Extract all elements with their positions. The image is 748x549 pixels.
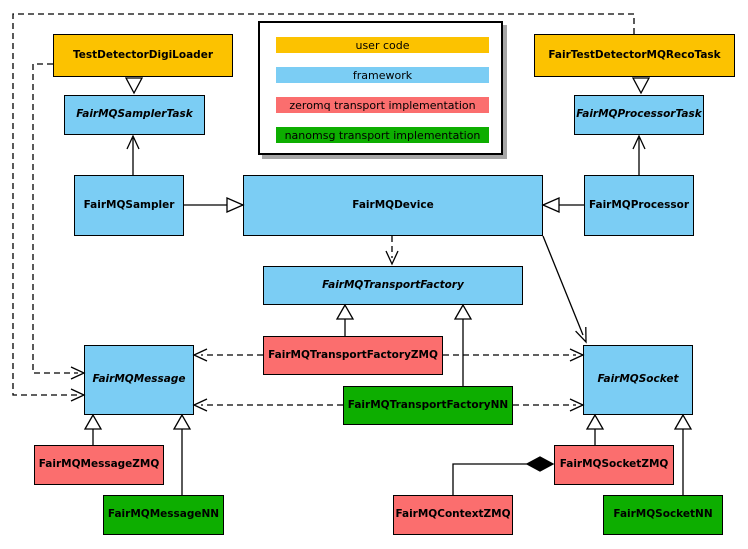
edge-sockzmq-socket-inheritance	[585, 413, 605, 445]
edge-processor-device-inheritance	[541, 197, 584, 213]
node-test-detector-digi-loader: TestDetectorDigiLoader	[53, 34, 233, 77]
node-fairmq-socket-nn: FairMQSocketNN	[603, 495, 723, 535]
legend-label: framework	[352, 68, 413, 82]
node-fairmq-message-zmq: FairMQMessageZMQ	[34, 445, 164, 485]
node-fairmq-processor-task: FairMQProcessorTask	[574, 95, 704, 135]
legend-label: user code	[355, 38, 410, 52]
edge-tfnn-socket-dashed	[513, 398, 585, 412]
node-fairmq-sampler-task: FairMQSamplerTask	[64, 95, 205, 135]
node-fairmq-transport-factory: FairMQTransportFactory	[263, 266, 523, 305]
edge-msgnn-message-inheritance	[172, 413, 192, 495]
node-fairmq-sampler: FairMQSampler	[74, 175, 184, 236]
node-fairmq-socket: FairMQSocket	[583, 345, 693, 415]
node-fair-test-detector-mq-reco-task: FairTestDetectorMQRecoTask	[534, 34, 735, 77]
legend-label: nanomsg transport implementation	[284, 128, 481, 142]
edge-tfzmq-tf-inheritance	[335, 303, 355, 336]
edge-tfnn-message-dashed	[192, 398, 343, 412]
legend-label: zeromq transport implementation	[289, 98, 476, 112]
node-fairmq-message: FairMQMessage	[84, 345, 194, 415]
edge-contextzmq-sockzmq-composition	[452, 456, 555, 495]
edge-tfzmq-socket-dashed	[443, 348, 585, 362]
edge-tfzmq-message-dashed	[192, 348, 263, 362]
node-fairmq-device: FairMQDevice	[243, 175, 543, 236]
edge-tfnn-tf-inheritance	[453, 303, 473, 386]
legend-item-framework: framework	[276, 67, 489, 83]
edge-digiloader-samplertask-inheritance	[124, 77, 144, 95]
edge-socknn-socket-inheritance	[673, 413, 693, 495]
edge-msgzmq-message-inheritance	[83, 413, 103, 445]
legend-item-zeromq: zeromq transport implementation	[276, 97, 489, 113]
node-fairmq-transport-factory-zmq: FairMQTransportFactoryZMQ	[263, 336, 443, 375]
edge-processor-processortask-association	[632, 134, 646, 175]
legend-item-nanomsg: nanomsg transport implementation	[276, 127, 489, 143]
node-fairmq-message-nn: FairMQMessageNN	[103, 495, 224, 535]
edge-sampler-samplertask-association	[126, 134, 140, 175]
node-fairmq-context-zmq: FairMQContextZMQ	[393, 495, 513, 535]
legend-item-user-code: user code	[276, 37, 489, 53]
node-fairmq-processor: FairMQProcessor	[584, 175, 694, 236]
edge-recotask-processortask-inheritance	[631, 77, 651, 95]
edge-sampler-device-inheritance	[184, 197, 245, 213]
legend-box: user code framework zeromq transport imp…	[258, 21, 503, 155]
edge-device-socket-association	[542, 235, 587, 344]
node-fairmq-socket-zmq: FairMQSocketZMQ	[554, 445, 674, 485]
edge-device-transportfactory-dashed	[385, 236, 399, 266]
node-fairmq-transport-factory-nn: FairMQTransportFactoryNN	[343, 386, 513, 425]
